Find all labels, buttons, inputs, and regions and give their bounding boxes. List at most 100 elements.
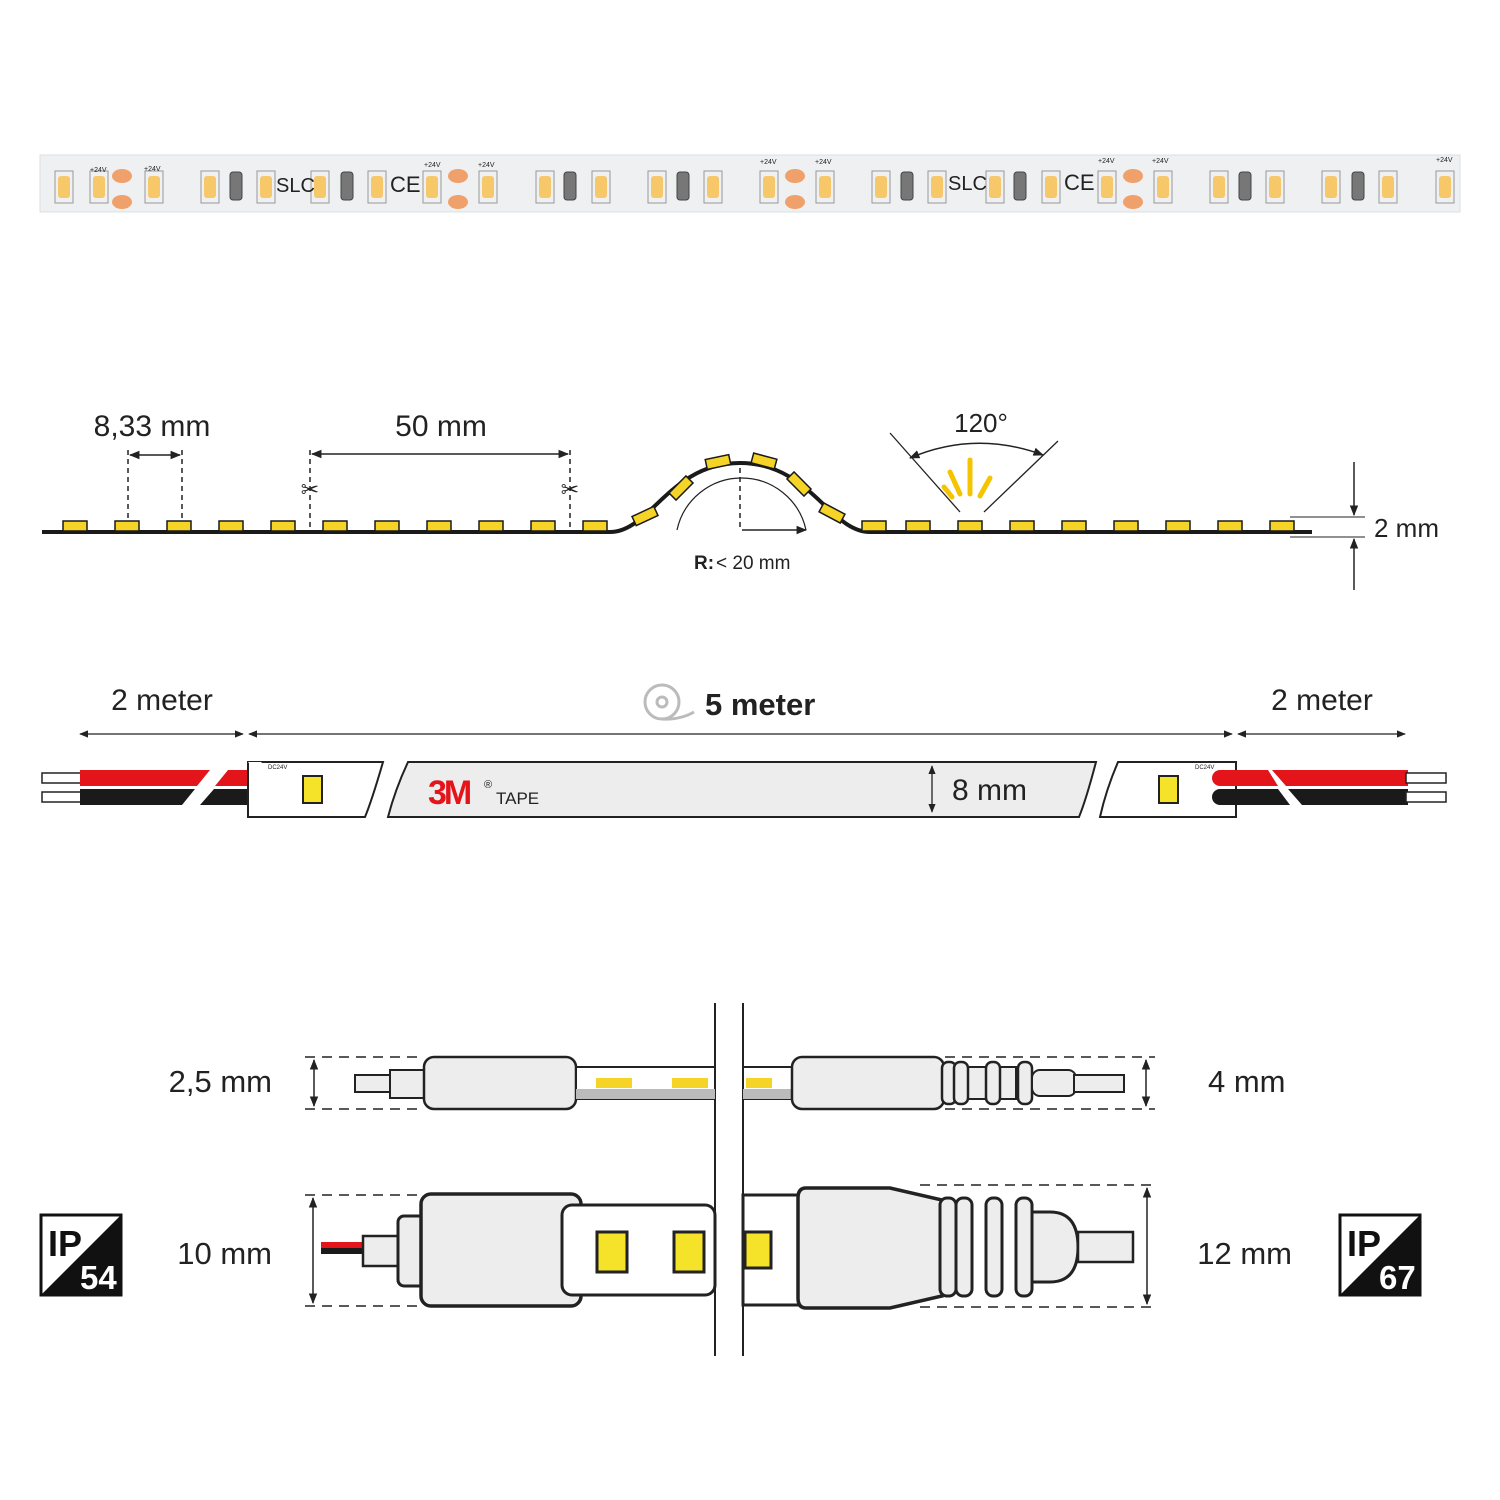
strip-photo-led	[144, 170, 164, 204]
voltage-label: +24V	[424, 162, 441, 169]
ip54-badge-rating: 54	[80, 1259, 117, 1296]
strip-photo-led	[1097, 170, 1117, 204]
profile-led	[1165, 520, 1191, 532]
ip54-height-label: 2,5 mm	[169, 1064, 272, 1099]
voltage-label: +24V	[144, 166, 161, 173]
resistor	[1013, 171, 1027, 201]
profile-led	[270, 520, 296, 532]
profile-led	[1009, 520, 1035, 532]
solder-pad	[448, 169, 468, 183]
ip67-badge: IP 67	[1338, 1213, 1422, 1297]
voltage-label: +24V	[1436, 157, 1453, 164]
strip-photo-led	[1435, 170, 1455, 204]
profile-leds	[62, 520, 1295, 532]
profile-led	[1061, 520, 1087, 532]
ip54-badge-prefix: IP	[48, 1223, 82, 1264]
voltage-label: +24V	[760, 159, 777, 166]
pcb-label: DC24V	[268, 765, 287, 771]
profile-led	[114, 520, 140, 532]
strip-photo-led	[591, 170, 611, 204]
radius-prefix: R:	[694, 553, 714, 574]
red-wire	[80, 770, 210, 786]
strip-photo-led	[478, 170, 498, 204]
connector-diagram: 2,5 mm 4 mm IP 54 10 mm	[39, 1003, 1422, 1356]
voltage-label: +24V	[1152, 158, 1169, 165]
solder-pad	[785, 169, 805, 183]
voltage-label: +24V	[90, 167, 107, 174]
profile-led	[530, 520, 556, 532]
strip-brand-mark: SLC	[276, 175, 315, 197]
pcb-label: DC24V	[1195, 765, 1214, 771]
strip-ce-mark: CE	[1064, 170, 1095, 195]
profile-led	[426, 520, 452, 532]
strip-photo-led	[871, 170, 891, 204]
solder-pad	[1123, 195, 1143, 209]
strip-photo-led	[256, 170, 276, 204]
ip67-badge-prefix: IP	[1347, 1223, 1381, 1264]
strip-width-label: 8 mm	[952, 774, 1027, 807]
strip-photo-led	[759, 170, 779, 204]
strip-photo-leds	[54, 169, 1455, 209]
strip-photo-led	[815, 170, 835, 204]
strip-photo-led	[647, 170, 667, 204]
profile-led	[166, 520, 192, 532]
profile-led	[861, 520, 887, 532]
left-cable-length: 2 meter	[111, 684, 213, 717]
strip-photo-led	[89, 170, 109, 204]
light-rays-icon	[941, 457, 993, 500]
strip-photo-led	[367, 170, 387, 204]
strip-photo-led	[1209, 170, 1229, 204]
strip-photo-led	[535, 170, 555, 204]
strip-ce-mark: CE	[390, 172, 421, 197]
profile-led	[1269, 520, 1295, 532]
scissors-icon: ✂	[301, 477, 319, 502]
solder-pad	[448, 195, 468, 209]
profile-led	[1217, 520, 1243, 532]
solder-pad	[785, 195, 805, 209]
solder-pad	[112, 195, 132, 209]
led-pitch-label: 8,33 mm	[94, 410, 211, 443]
ip67-width-label: 12 mm	[1197, 1236, 1292, 1271]
beam-angle-label: 120°	[954, 408, 1008, 438]
profile-led	[62, 520, 88, 532]
profile-led	[905, 520, 931, 532]
adhesive-tape	[386, 761, 1098, 818]
resistor	[900, 171, 914, 201]
tape-label: TAPE	[496, 789, 539, 808]
reel-icon	[643, 683, 695, 721]
right-cable-length: 2 meter	[1271, 684, 1373, 717]
solder-pad	[112, 169, 132, 183]
bent-leds	[631, 452, 846, 527]
strip-photo-led	[1321, 170, 1341, 204]
voltage-label: +24V	[478, 162, 495, 169]
strip-photo-led	[1153, 170, 1173, 204]
profile-led	[1113, 520, 1139, 532]
solder-pad	[1123, 169, 1143, 183]
resistor	[1351, 171, 1365, 201]
strip-photo-led	[422, 170, 442, 204]
strip-brand-mark: SLC	[948, 173, 987, 195]
strip-photo-led	[985, 170, 1005, 204]
strip-photo-led	[1041, 170, 1061, 204]
tape-brand-logo: 3M	[428, 774, 471, 812]
ip54-width-label: 10 mm	[177, 1236, 272, 1271]
resistor	[676, 171, 690, 201]
voltage-label: +24V	[815, 159, 832, 166]
black-wire	[80, 789, 195, 805]
ip67-badge-rating: 67	[1379, 1259, 1416, 1296]
profile-led	[374, 520, 400, 532]
strip-photo-led	[200, 170, 220, 204]
tape-registered-mark: ®	[484, 779, 492, 791]
strip-length-label: 5 meter	[705, 687, 815, 722]
ip67-height-label: 4 mm	[1208, 1064, 1286, 1099]
ip54-badge: IP 54	[39, 1213, 123, 1297]
profile-led	[478, 520, 504, 532]
scissors-icon: ✂	[561, 477, 579, 502]
length-diagram: 2 meter 2 meter 5 meter DC24V 3M ® TAPE …	[41, 683, 1447, 818]
profile-led	[218, 520, 244, 532]
strip-photo-led	[927, 170, 947, 204]
profile-led	[957, 520, 983, 532]
cut-length-label: 50 mm	[395, 410, 487, 443]
strip-photo: SLC CE SLC CE +24V +24V +24V +24V +24V +…	[39, 154, 1461, 213]
